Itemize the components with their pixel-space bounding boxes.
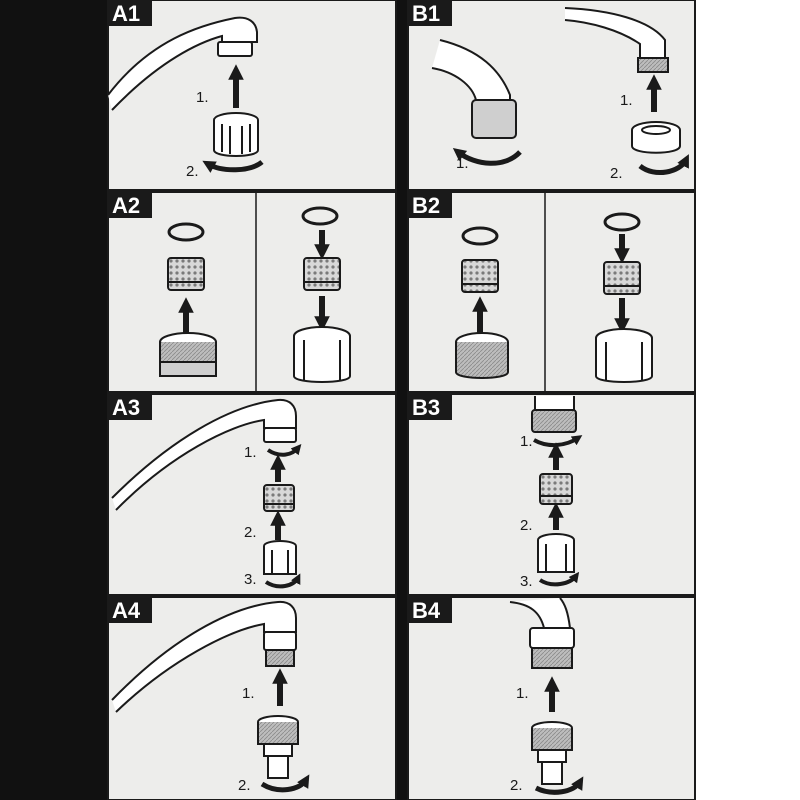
aerator-housing-icon xyxy=(293,326,351,383)
a2-illustration xyxy=(159,206,351,383)
faucet-spout-icon xyxy=(534,396,575,411)
rotate-arrow-icon xyxy=(534,776,584,795)
svg-text:B2: B2 xyxy=(412,193,440,218)
washer-ring-icon xyxy=(167,222,205,242)
b4-step-1: 1. xyxy=(516,685,529,702)
a4-illustration xyxy=(111,600,310,793)
a1-illustration xyxy=(107,16,264,173)
washer-ring-icon xyxy=(461,226,499,246)
aerator-housing-icon xyxy=(159,332,217,377)
filter-insert-icon xyxy=(539,473,573,505)
svg-text:A3: A3 xyxy=(112,395,140,420)
svg-text:A1: A1 xyxy=(112,1,140,26)
filter-insert-icon xyxy=(167,257,205,291)
rotate-arrow-icon xyxy=(260,774,310,793)
a4-step-2: 2. xyxy=(238,777,251,794)
rotate-arrow-icon xyxy=(452,148,522,166)
b4-step-2: 2. xyxy=(510,777,523,794)
svg-text:A4: A4 xyxy=(112,598,141,623)
svg-text:B3: B3 xyxy=(412,395,440,420)
b3-step-1: 1. xyxy=(520,433,533,450)
aerator-housing-icon xyxy=(637,57,669,73)
b3-step-3: 3. xyxy=(520,573,533,590)
panel-tags: A1 B1 A2 B2 A3 B3 A4 B4 xyxy=(108,0,452,623)
svg-text:B1: B1 xyxy=(412,1,440,26)
aerator-housing-icon xyxy=(217,41,253,57)
b4-illustration xyxy=(509,597,584,795)
b1-step-1a: 1. xyxy=(456,155,469,172)
aerator-housing-icon xyxy=(213,112,259,157)
b3-illustration xyxy=(531,396,583,587)
tag-a4: A4 xyxy=(108,597,152,623)
faucet-spout-icon xyxy=(107,16,258,111)
aerator-housing-icon xyxy=(263,540,297,575)
washer-ring-icon xyxy=(603,212,641,232)
center-divider xyxy=(396,0,408,800)
tag-a3: A3 xyxy=(108,394,152,420)
rotate-arrow-icon xyxy=(264,573,301,589)
hose-adapter-icon xyxy=(531,721,573,785)
b3-step-2: 2. xyxy=(520,517,533,534)
filter-insert-icon xyxy=(603,261,641,295)
tag-a2: A2 xyxy=(108,192,152,218)
tag-b4: B4 xyxy=(408,597,452,623)
rotate-arrow-icon xyxy=(638,154,689,176)
aerator-housing-icon xyxy=(471,99,517,139)
aerator-housing-icon xyxy=(263,427,297,443)
aerator-housing-icon xyxy=(531,409,577,433)
panel-a3 xyxy=(107,393,397,596)
b2-illustration xyxy=(455,212,653,383)
faucet-spout-icon xyxy=(111,600,297,713)
panel-a4 xyxy=(107,596,397,800)
aerator-housing-icon xyxy=(631,121,681,154)
filter-insert-icon xyxy=(461,259,499,293)
filter-insert-icon xyxy=(303,257,341,291)
rotate-arrow-icon xyxy=(538,571,580,587)
tag-b2: B2 xyxy=(408,192,452,218)
aerator-housing-icon xyxy=(263,631,297,667)
panel-a2 xyxy=(107,191,397,393)
a1-step-1: 1. xyxy=(196,89,209,106)
a3-step-1: 1. xyxy=(244,444,257,461)
aerator-housing-icon xyxy=(595,328,653,383)
faucet-spout-icon xyxy=(564,7,666,59)
right-margin xyxy=(700,0,800,800)
a3-illustration xyxy=(111,398,302,589)
washer-ring-icon xyxy=(301,206,339,226)
faucet-spout-icon xyxy=(111,398,297,511)
svg-text:B4: B4 xyxy=(412,598,441,623)
aerator-housing-icon xyxy=(529,627,575,669)
filter-insert-icon xyxy=(263,484,295,512)
b1-illustration xyxy=(431,7,689,176)
b1-step-2: 2. xyxy=(610,165,623,182)
rotate-arrow-icon xyxy=(202,159,264,173)
tag-b1: B1 xyxy=(408,0,452,26)
tag-b3: B3 xyxy=(408,394,452,420)
a4-step-1: 1. xyxy=(242,685,255,702)
aerator-housing-icon xyxy=(455,332,509,379)
aerator-housing-icon xyxy=(537,533,575,573)
b1-step-1b: 1. xyxy=(620,92,633,109)
a3-step-3: 3. xyxy=(244,571,257,588)
faucet-spout-icon xyxy=(431,39,511,101)
a3-step-2: 2. xyxy=(244,524,257,541)
a1-step-2: 2. xyxy=(186,163,199,180)
hose-adapter-icon xyxy=(257,715,299,779)
svg-text:A2: A2 xyxy=(112,193,140,218)
tag-a1: A1 xyxy=(108,0,152,26)
left-edge-strip xyxy=(0,0,108,800)
